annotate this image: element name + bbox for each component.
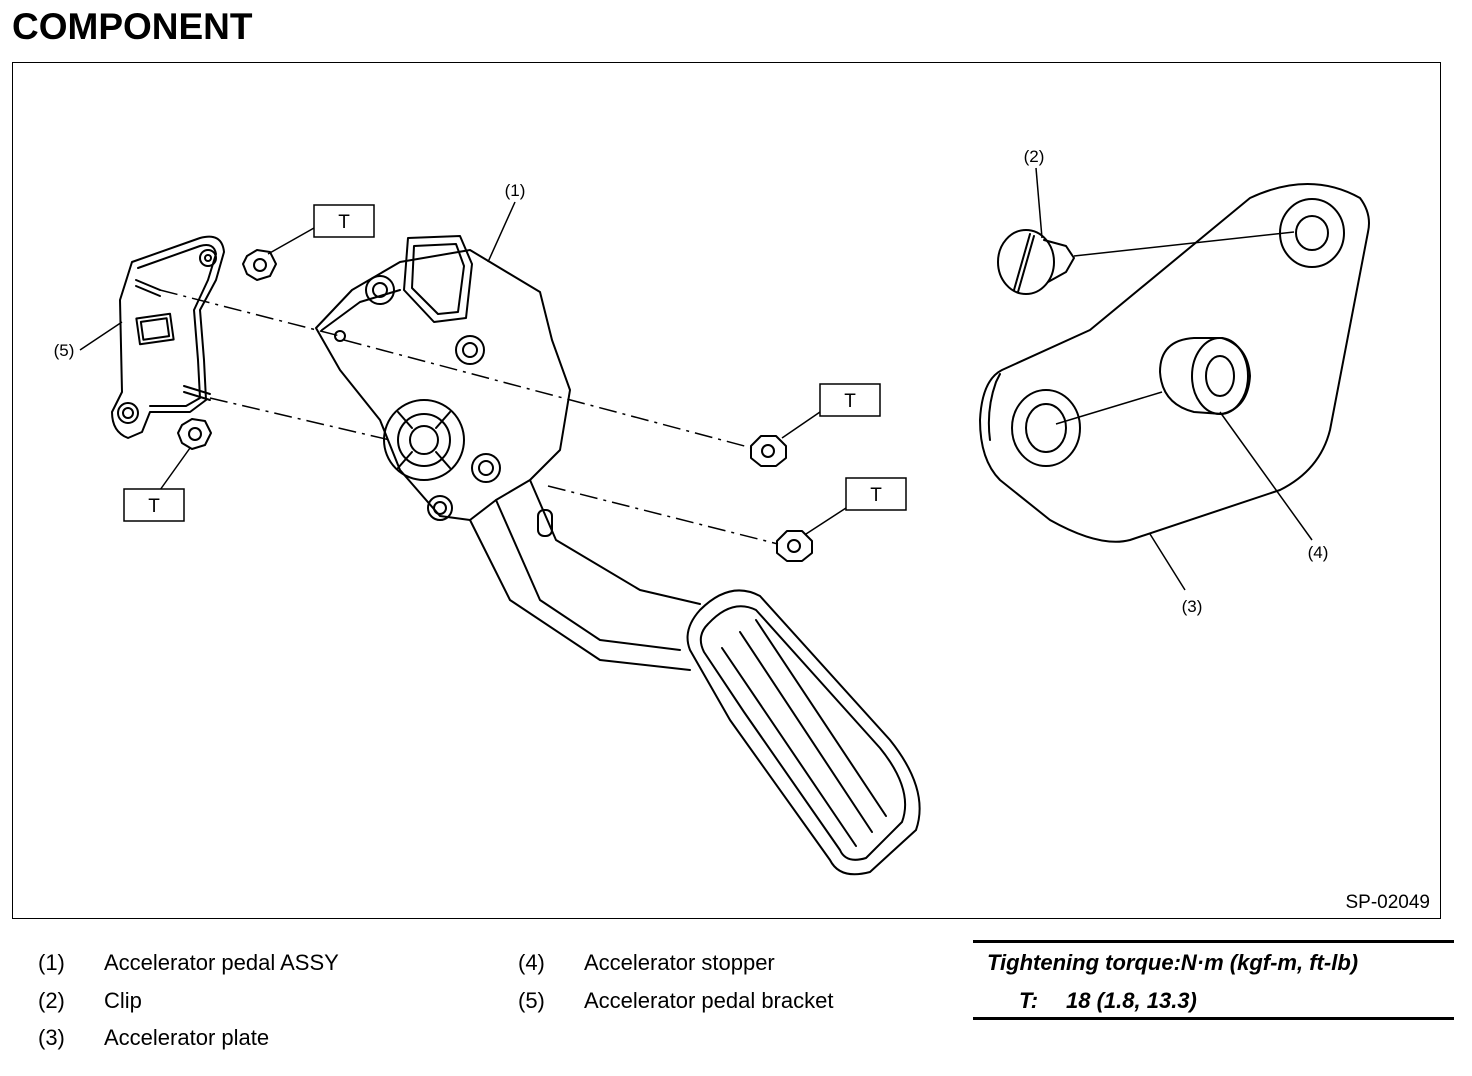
accelerator-plate: [979, 183, 1370, 543]
torque-mark-2: T: [844, 391, 856, 412]
bracket-lower-nut: [177, 418, 212, 450]
leader-lines: [79, 167, 1313, 591]
legend-num: (4): [518, 950, 545, 975]
legend-text: Accelerator pedal bracket: [584, 988, 834, 1013]
accelerator-pedal-assy: [315, 235, 701, 671]
callout-5: (5): [54, 341, 75, 360]
callout-1: (1): [505, 181, 526, 200]
pedal-upper-nut: [750, 435, 787, 467]
page-title: COMPONENT: [12, 6, 253, 47]
assembly-line-b: [209, 397, 391, 441]
callout-4: (4): [1308, 543, 1329, 562]
legend-num: (2): [38, 988, 65, 1013]
pedal-lower-nut: [776, 530, 813, 562]
torque-value: 18 (1.8, 13.3): [1066, 988, 1197, 1013]
torque-header: Tightening torque:N·m (kgf-m, ft-lb): [987, 950, 1359, 975]
torque-mark-3: T: [870, 485, 882, 506]
accelerator-stopper: [1159, 337, 1251, 415]
torque-box-3: [845, 477, 907, 511]
torque-symbol: T:: [1019, 988, 1039, 1013]
legend-text: Accelerator plate: [104, 1025, 270, 1050]
bracket-upper-nut: [242, 249, 277, 281]
assembly-line-d: [547, 485, 779, 545]
accelerator-pedal-pad: [686, 589, 921, 876]
legend-text: Accelerator pedal ASSY: [104, 950, 339, 975]
legend-num: (3): [38, 1025, 65, 1050]
torque-table: Tightening torque:N·m (kgf-m, ft-lb) T: …: [973, 940, 1454, 1020]
torque-mark-4: T: [148, 496, 160, 517]
torque-mark-1: T: [338, 212, 350, 233]
torque-box-4: [123, 488, 185, 522]
figure-id: SP-02049: [1345, 892, 1430, 913]
torque-box-2: [819, 383, 881, 417]
diagram-frame: SP-02049: [12, 62, 1441, 919]
legend-text: Clip: [104, 988, 142, 1013]
callout-2: (2): [1024, 147, 1045, 166]
torque-box-1: [313, 204, 375, 238]
accelerator-pedal-bracket: [111, 235, 225, 439]
legend-num: (1): [38, 950, 65, 975]
legend-num: (5): [518, 988, 545, 1013]
assembly-lines: [159, 289, 779, 545]
clip: [997, 229, 1075, 295]
callout-3: (3): [1182, 597, 1203, 616]
legend-text: Accelerator stopper: [584, 950, 775, 975]
assembly-line-c: [343, 339, 753, 449]
assembly-line-a: [159, 289, 341, 337]
